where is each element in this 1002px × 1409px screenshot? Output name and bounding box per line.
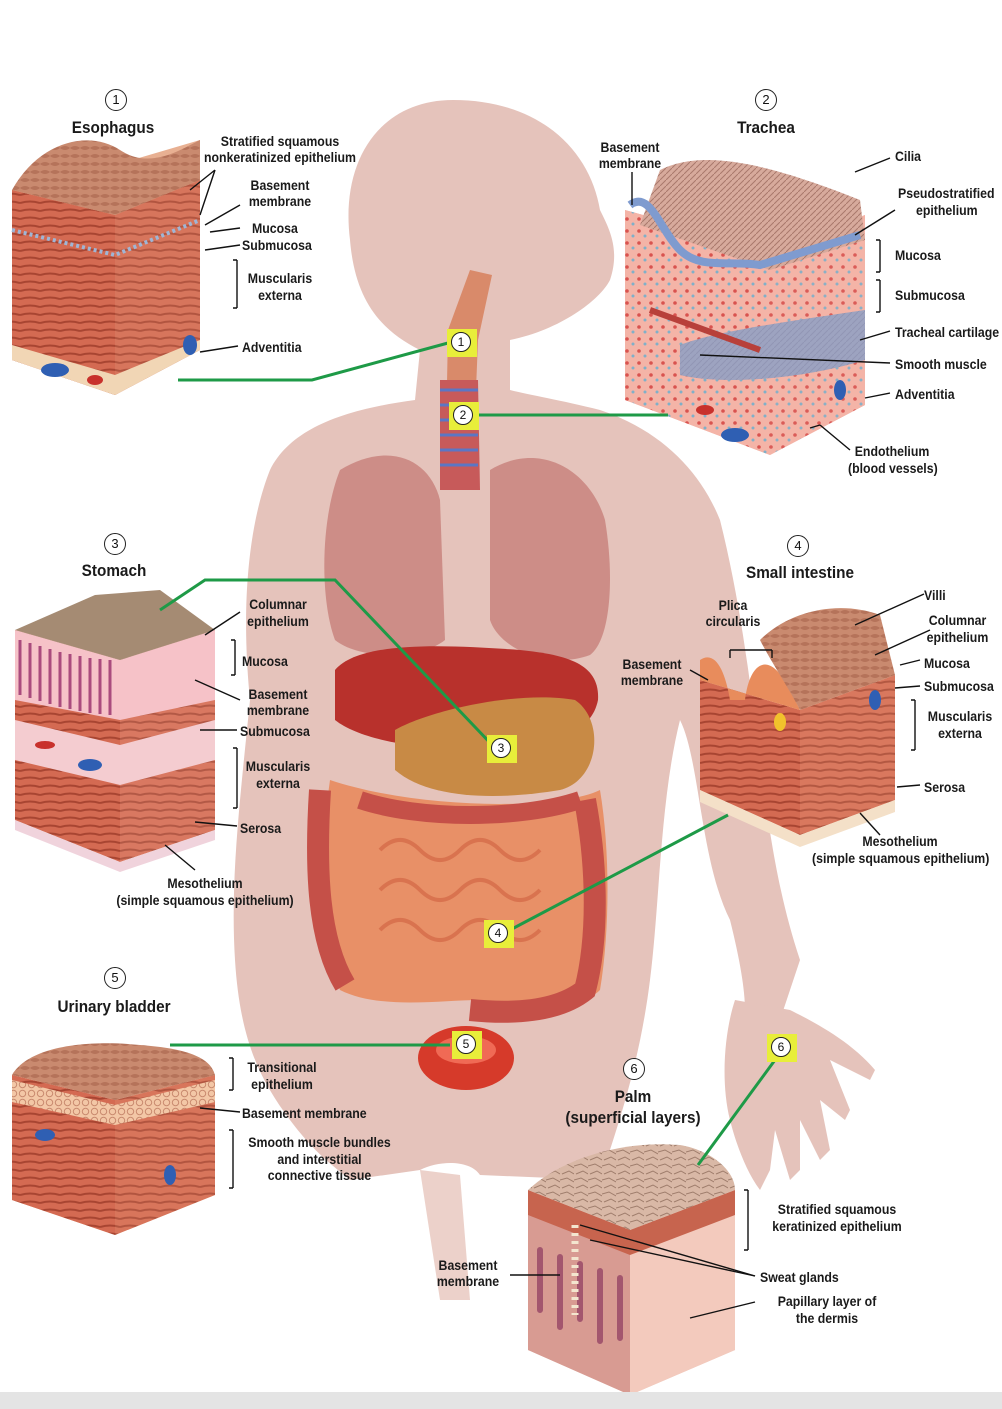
- trachea-title: Trachea: [737, 118, 795, 137]
- esophagus-basement-label-1: Basement: [250, 177, 310, 193]
- small-intestine-submucosa-label: Submucosa: [924, 678, 994, 694]
- trachea-mucosa-label: Mucosa: [895, 247, 941, 263]
- stomach-number: 3: [104, 533, 126, 555]
- small-intestine-block: [700, 608, 895, 847]
- esophagus-muscularis-label-1: Muscularis: [247, 270, 313, 286]
- body-marker-6: 6: [767, 1034, 797, 1062]
- stomach-columnar-label-2: epithelium: [247, 613, 309, 629]
- body-marker-5: 5: [452, 1031, 482, 1059]
- body-marker-4: 4: [484, 920, 514, 948]
- trachea-number: 2: [755, 89, 777, 111]
- small-intestine-muscularis-label-1: Muscularis: [927, 708, 993, 724]
- page-bottom-border: [0, 1392, 1002, 1409]
- stomach-muscularis-label-1: Muscularis: [245, 758, 311, 774]
- body-marker-1: 1: [447, 329, 477, 357]
- body-marker-4-number: 4: [488, 923, 508, 943]
- bladder-smooth-label-2: and interstitial: [277, 1151, 362, 1167]
- esophagus-adventitia-label: Adventitia: [242, 339, 302, 355]
- palm-strat-label-1: Stratified squamous: [777, 1201, 897, 1217]
- small-intestine-meso-label-1: Mesothelium: [862, 833, 938, 849]
- body-marker-3-number: 3: [491, 738, 511, 758]
- connector-lines: [159, 341, 777, 1166]
- esophagus-title: Esophagus: [71, 118, 155, 137]
- palm-basement-label-2: membrane: [436, 1273, 500, 1289]
- stomach-mucosa-label: Mucosa: [242, 653, 288, 669]
- stomach-basement-label-2: membrane: [246, 702, 310, 718]
- palm-number: 6: [623, 1058, 645, 1080]
- bladder-basement-label: Basement membrane: [242, 1105, 367, 1121]
- stomach-muscularis-label-2: externa: [256, 775, 300, 791]
- small-intestine-columnar-label-1: Columnar: [928, 612, 987, 628]
- small-intestine-meso-label-2: (simple squamous epithelium): [812, 850, 990, 866]
- small-intestine-serosa-label: Serosa: [924, 779, 966, 795]
- esophagus-number: 1: [105, 89, 127, 111]
- palm-title-1: Palm: [614, 1087, 652, 1106]
- stomach-serosa-label: Serosa: [240, 820, 282, 836]
- small-intestine-basement-label-2: membrane: [620, 672, 684, 688]
- bladder-transitional-label-1: Transitional: [247, 1059, 317, 1075]
- trachea-pseudo-label-2: epithelium: [916, 202, 978, 218]
- esophagus-basement-label-2: membrane: [248, 193, 312, 209]
- esophagus-block: [11, 140, 201, 395]
- palm-basement-label-1: Basement: [438, 1257, 498, 1273]
- small-intestine-plica-label-2: circularis: [705, 613, 761, 629]
- trachea-block: [625, 160, 865, 455]
- stomach-meso-label-2: (simple squamous epithelium): [116, 892, 294, 908]
- leader-lines: [164, 157, 931, 1319]
- small-intestine-title: Small intestine: [746, 563, 854, 582]
- palm-block: [528, 1144, 735, 1395]
- body-marker-6-number: 6: [771, 1037, 791, 1057]
- palm-strat-label-2: keratinized epithelium: [772, 1218, 902, 1234]
- body-marker-3: 3: [487, 735, 517, 763]
- small-intestine-basement-label-1: Basement: [622, 656, 682, 672]
- esophagus-muscularis-label-2: externa: [258, 287, 302, 303]
- palm-papillary-label-2: the dermis: [795, 1310, 859, 1326]
- bladder-smooth-label-1: Smooth muscle bundles: [248, 1134, 391, 1150]
- palm-title-2: (superficial layers): [565, 1108, 701, 1127]
- esophagus-submucosa-label: Submucosa: [242, 237, 312, 253]
- trachea-basement-label-2: membrane: [598, 155, 662, 171]
- trachea-pseudo-label-1: Pseudostratified: [898, 185, 995, 201]
- body-marker-1-number: 1: [451, 332, 471, 352]
- urinary-bladder-block: [12, 1043, 215, 1235]
- small-intestine-columnar-label-2: epithelium: [926, 629, 989, 645]
- small-intestine-villi-label: Villi: [924, 587, 946, 603]
- trachea-endothelium-label-2: (blood vessels): [848, 460, 938, 476]
- bladder-smooth-label-3: connective tissue: [267, 1167, 372, 1183]
- trachea-smooth-muscle-label: Smooth muscle: [895, 356, 987, 372]
- intestines: [307, 780, 608, 1023]
- lungs: [324, 455, 610, 661]
- stomach-basement-label-1: Basement: [248, 686, 308, 702]
- urinary-bladder-number: 5: [104, 967, 126, 989]
- stomach-meso-label-1: Mesothelium: [167, 875, 243, 891]
- trachea-submucosa-label: Submucosa: [895, 287, 965, 303]
- trachea-cartilage-label: Tracheal cartilage: [895, 324, 1000, 340]
- trachea-adventitia-label: Adventitia: [895, 386, 955, 402]
- trachea-cilia-label: Cilia: [895, 148, 922, 164]
- esophagus-epithelium-label-1: Stratified squamous: [220, 133, 340, 149]
- trachea-basement-label-1: Basement: [600, 139, 660, 155]
- palm-papillary-label-1: Papillary layer of: [777, 1293, 877, 1309]
- trachea-endothelium-label-1: Endothelium: [854, 443, 930, 459]
- body-marker-2: 2: [449, 402, 479, 430]
- urinary-bladder-title: Urinary bladder: [57, 997, 171, 1016]
- body-marker-2-number: 2: [453, 405, 473, 425]
- small-intestine-plica-label-1: Plica: [718, 597, 748, 613]
- esophagus-mucosa-label: Mucosa: [252, 220, 298, 236]
- small-intestine-muscularis-label-2: externa: [938, 725, 982, 741]
- stomach-block: [15, 590, 215, 872]
- stomach-title: Stomach: [81, 561, 147, 580]
- palm-sweat-label: Sweat glands: [760, 1269, 839, 1285]
- esophagus-epithelium-label-2: nonkeratinized epithelium: [204, 149, 356, 165]
- stomach-columnar-label-1: Columnar: [249, 596, 307, 612]
- stomach-submucosa-label: Submucosa: [240, 723, 310, 739]
- small-intestine-mucosa-label: Mucosa: [924, 655, 970, 671]
- small-intestine-number: 4: [787, 535, 809, 557]
- bladder-transitional-label-2: epithelium: [251, 1076, 313, 1092]
- body-marker-5-number: 5: [456, 1034, 476, 1054]
